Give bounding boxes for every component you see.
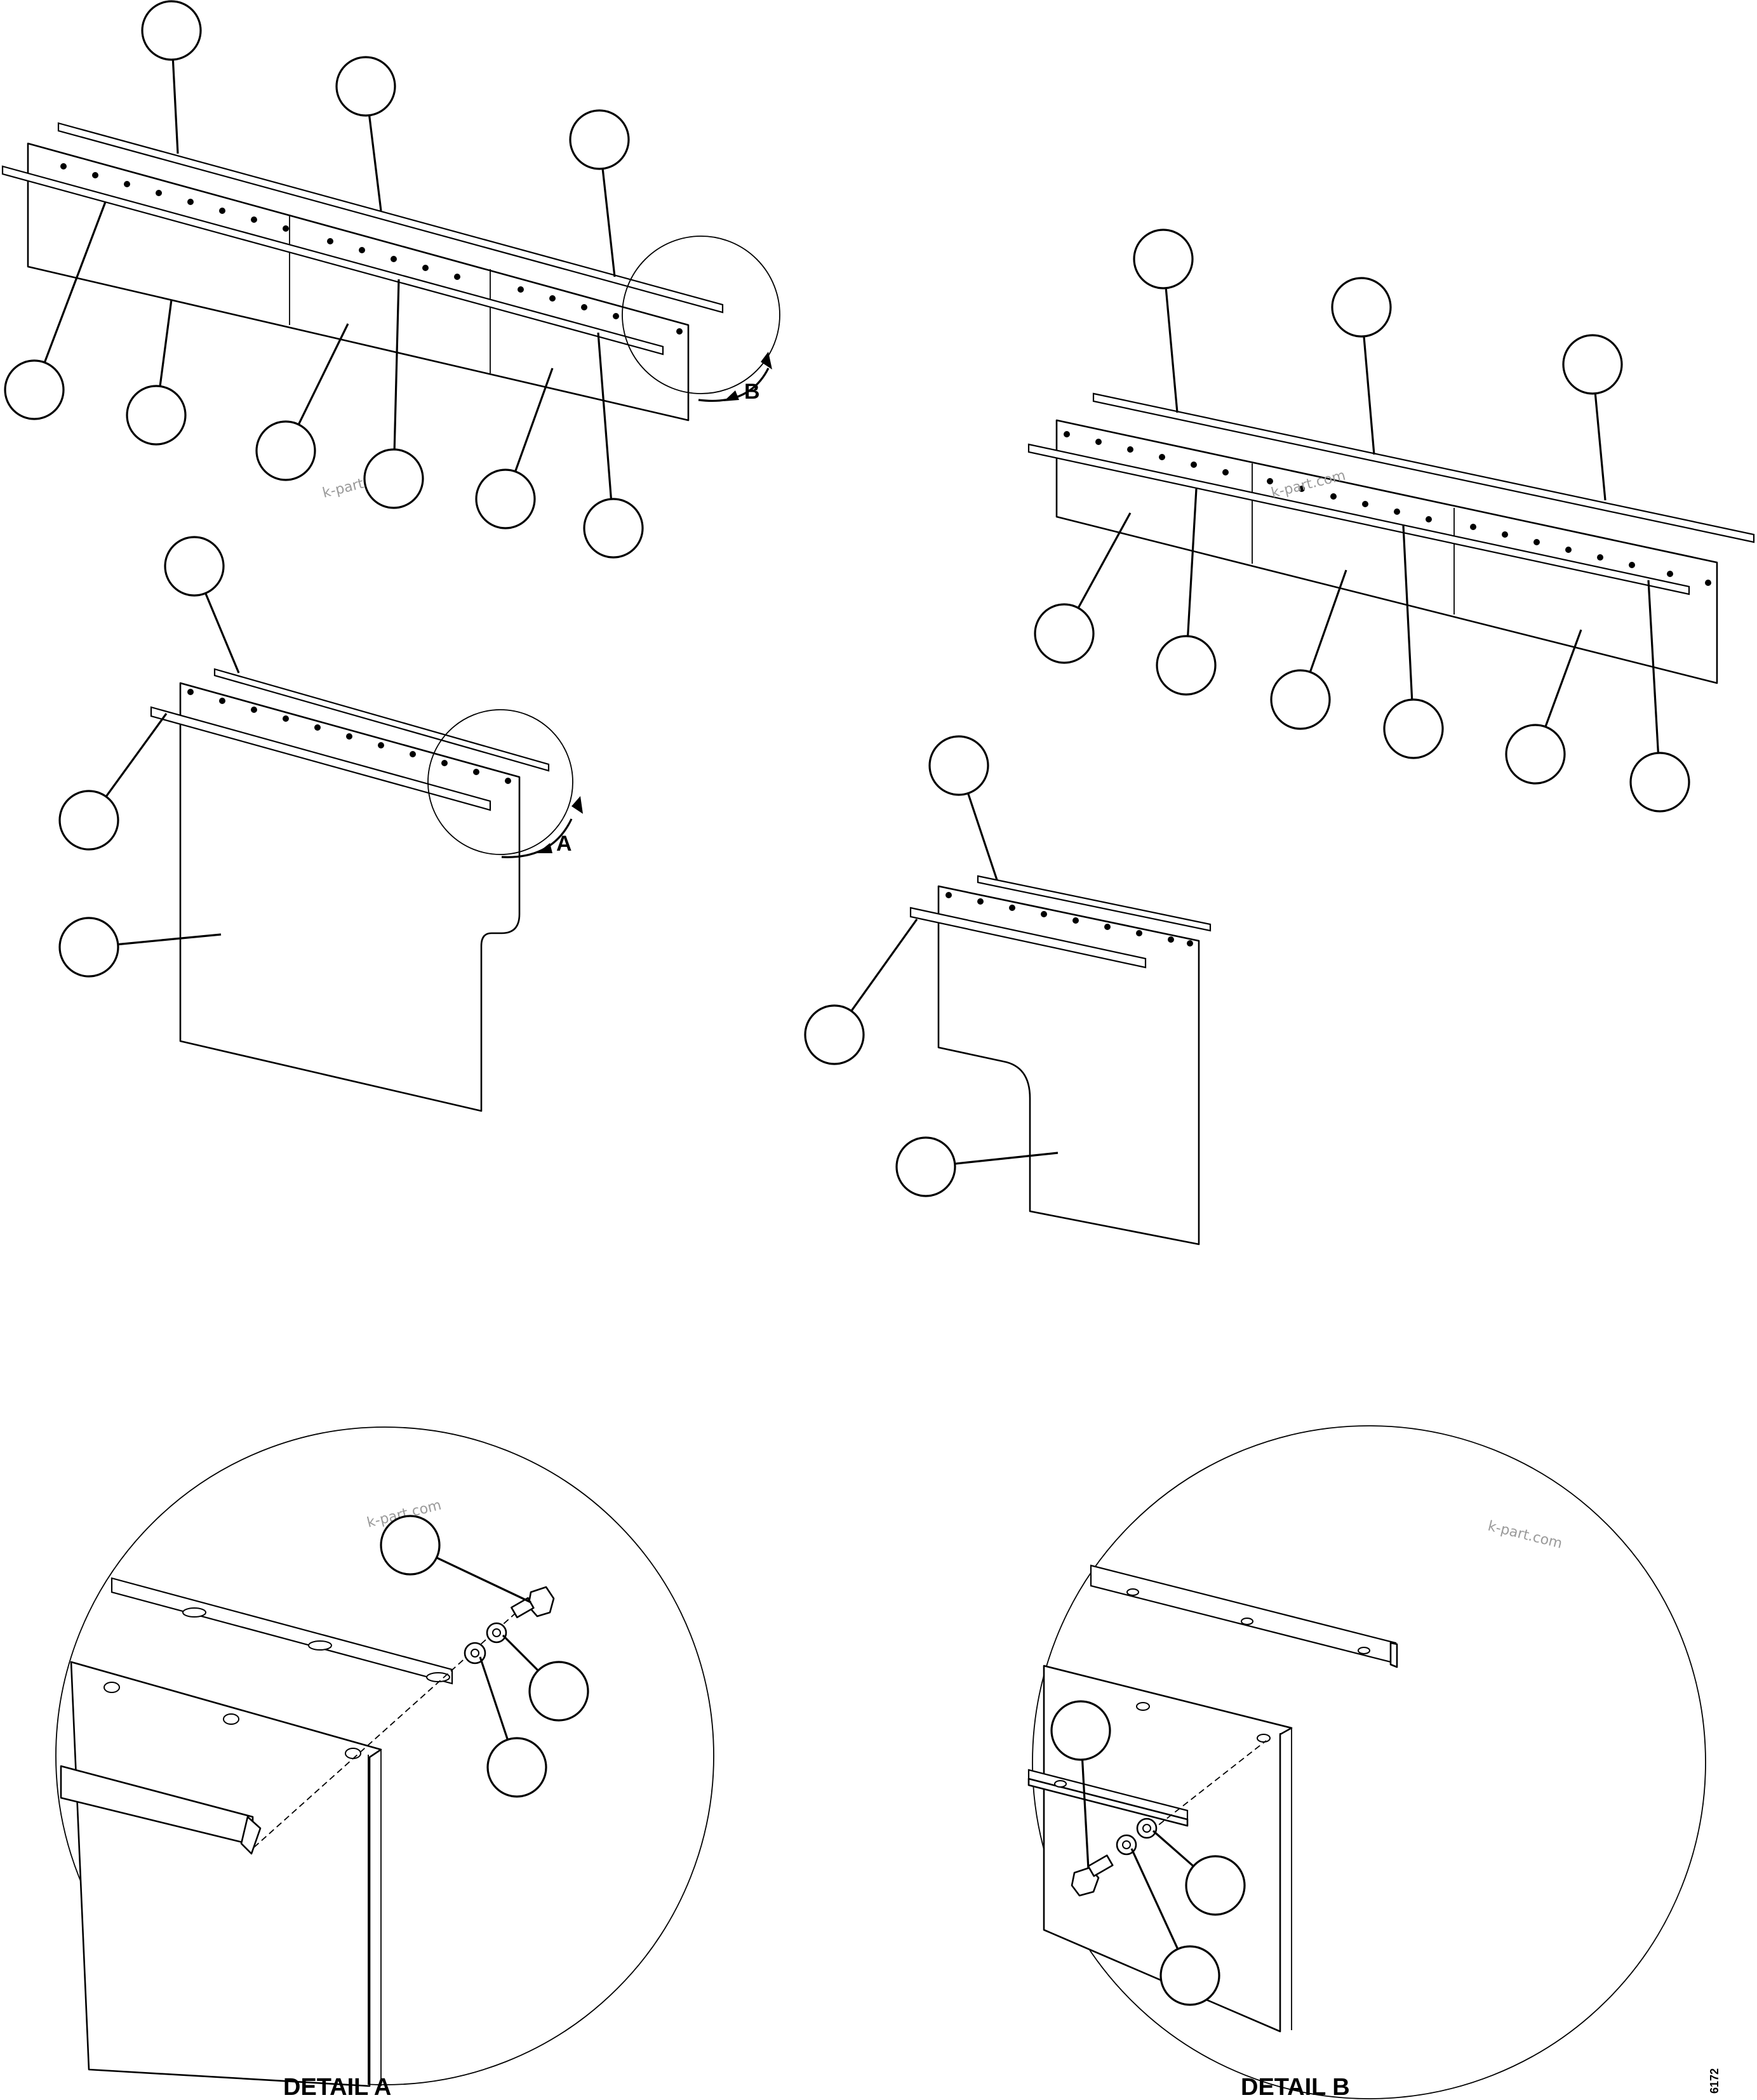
- detail-a-view: DETAIL A: [55, 1426, 714, 2100]
- detail-a-letter: A: [556, 832, 572, 856]
- callout-bubble: [1331, 277, 1392, 338]
- callout-bubble: [1050, 1700, 1111, 1761]
- callout-bubble: [528, 1661, 589, 1722]
- callout-bubble: [1383, 698, 1444, 759]
- callout-bubble: [58, 790, 119, 851]
- callout-bubble: [475, 469, 536, 529]
- callout-leader-line: [117, 933, 222, 946]
- callout-leader-line: [954, 1152, 1059, 1165]
- callout-leader-line: [43, 201, 107, 363]
- callout-leader-line: [1594, 393, 1607, 501]
- detail-b-title: DETAIL B: [1241, 2074, 1350, 2100]
- callout-bubble: [58, 917, 119, 978]
- callout-leader-line: [502, 1634, 539, 1671]
- callout-leader-line: [436, 1557, 531, 1604]
- callout-leader-line: [597, 332, 613, 500]
- detail-a-title: DETAIL A: [283, 2074, 391, 2100]
- callout-leader-line: [1187, 488, 1198, 637]
- bolt-holes: [60, 163, 683, 335]
- callout-leader-line: [159, 299, 173, 387]
- assembly-three-panel-left: B: [1, 122, 780, 422]
- hinge-bar: [1092, 392, 1755, 543]
- flap-panel: [937, 885, 1200, 1246]
- callout-bubble: [583, 498, 644, 559]
- callout-bubble: [1034, 603, 1095, 664]
- callout-leader-line: [514, 368, 554, 472]
- callout-bubble: [255, 420, 316, 481]
- detail-b-view: DETAIL B: [1027, 1425, 1706, 2100]
- detail-b-arrow: [724, 390, 739, 401]
- callout-bubble: [141, 0, 202, 61]
- callout-bubble: [363, 448, 424, 509]
- callout-bubble: [1133, 229, 1194, 289]
- hex-bolt: [511, 1586, 555, 1619]
- callout-leader-line: [1165, 288, 1179, 413]
- callout-bubble: [895, 1136, 956, 1197]
- callout-bubble: [1562, 334, 1623, 395]
- figure-code: 6172: [1708, 2068, 1721, 2094]
- callout-bubble: [164, 536, 225, 597]
- callout-bubble: [1505, 724, 1566, 785]
- callout-leader-line: [105, 713, 168, 797]
- callout-bubbles: [4, 0, 1690, 2006]
- callout-bubble: [1156, 635, 1217, 696]
- callout-leader-line: [1544, 629, 1582, 728]
- callout-leader-line: [850, 919, 918, 1012]
- callout-leader-line: [368, 115, 382, 211]
- detail-b-letter: B: [744, 380, 760, 404]
- callout-leader-line: [601, 168, 616, 277]
- flat-washer: [1136, 1818, 1158, 1839]
- callout-leader-line: [1402, 525, 1413, 700]
- callout-bubble: [1270, 669, 1331, 730]
- callout-leader-line: [1130, 1848, 1179, 1950]
- assembly-three-panel-right: [1027, 392, 1755, 684]
- callout-leader-line: [297, 323, 349, 425]
- callout-bubble: [126, 385, 187, 446]
- callout-bubble: [380, 1515, 441, 1576]
- clamp-strip: [150, 706, 491, 811]
- assembly-single-panel-right: [909, 875, 1212, 1246]
- callout-bubble: [1629, 752, 1690, 813]
- hinge-bar: [213, 668, 550, 772]
- bolt-holes: [1064, 431, 1711, 586]
- hinge-bar: [977, 875, 1212, 932]
- callout-leader-line: [1081, 1759, 1090, 1870]
- callout-bubble: [4, 359, 65, 420]
- callout-leader-line: [1309, 569, 1347, 673]
- callout-bubble: [335, 56, 396, 117]
- callout-leader-line: [204, 592, 240, 674]
- callout-bubble: [928, 735, 989, 796]
- callout-bubble: [1185, 1855, 1246, 1916]
- callout-leader-line: [967, 793, 998, 881]
- lock-washer: [486, 1622, 507, 1644]
- bolt-holes: [945, 892, 1193, 947]
- callout-leader-line: [1152, 1830, 1194, 1867]
- callout-bubble: [486, 1737, 547, 1798]
- callout-leader-line: [393, 279, 400, 450]
- bolt-holes: [187, 689, 511, 784]
- flap-panel: [27, 142, 690, 422]
- callout-bubble: [804, 1004, 865, 1065]
- watermark: k-part.com: [1486, 1519, 1564, 1552]
- callout-leader-line: [1363, 336, 1375, 455]
- clamp-strip: [909, 907, 1147, 969]
- clamp-strip: [1, 165, 664, 356]
- hinge-bar: [57, 122, 724, 314]
- assembly-single-panel-left: A: [150, 668, 583, 1112]
- callout-bubble: [1159, 1945, 1220, 2006]
- hex-bolt: [1071, 1854, 1114, 1897]
- callout-leader-line: [171, 59, 179, 154]
- callout-leader-line: [1647, 580, 1659, 754]
- detail-a-callout-circle: [427, 709, 573, 855]
- clamp-strip: [1027, 443, 1690, 595]
- callout-bubble: [569, 109, 630, 170]
- callout-leader-line: [1077, 512, 1132, 609]
- callout-leader-line: [479, 1656, 509, 1740]
- detail-b-callout-circle: [622, 236, 780, 394]
